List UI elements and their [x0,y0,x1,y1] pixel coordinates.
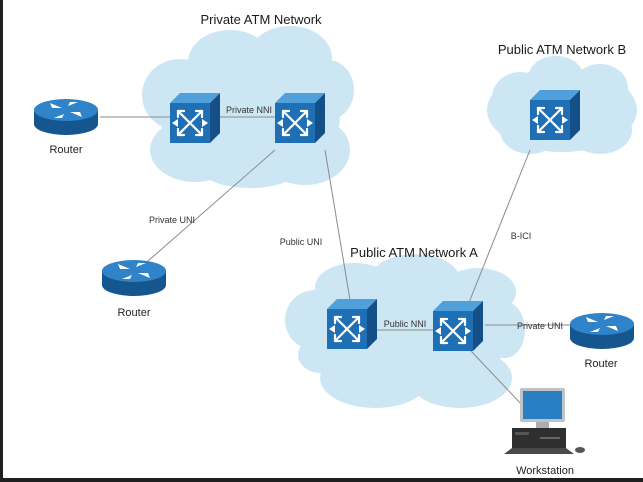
atm-switch-icon[interactable] [528,88,582,142]
router-top-left-label: Router [49,144,82,156]
window-frame-bottom [0,478,643,482]
link-lines [100,116,570,409]
public-atm-network-a-title: Public ATM Network A [350,245,478,260]
public-nni-label: Public NNI [384,319,427,329]
link-private-uni-left [139,149,276,269]
router-icon[interactable] [102,260,166,296]
router-icon[interactable] [570,313,634,349]
link-public-uni-center [324,149,351,301]
public-uni-center-label: Public UNI [280,237,323,247]
private-uni-left-label: Private UNI [149,215,195,225]
public-atm-network-a-cloud [285,254,525,408]
atm-switch-icon[interactable] [325,297,379,351]
atm-switch-icon[interactable] [431,299,485,353]
link-workstation [469,349,526,409]
window-frame-left [0,0,3,482]
private-uni-right-label: Private UNI [517,321,563,331]
router-right-label: Router [584,358,617,370]
private-atm-network-title: Private ATM Network [200,12,322,27]
router-middle-left-label: Router [117,307,150,319]
workstation-label: Workstation [516,465,574,477]
workstation-icon[interactable] [504,388,585,454]
public-atm-network-b-title: Public ATM Network B [498,42,626,57]
private-nni-label: Private NNI [226,105,272,115]
link-b-ici [467,149,531,306]
private-atm-network-cloud [142,26,354,188]
atm-switch-icon[interactable] [273,91,327,145]
atm-switch-icon[interactable] [168,91,222,145]
router-icon[interactable] [34,99,98,135]
b-ici-label: B-ICI [511,231,532,241]
